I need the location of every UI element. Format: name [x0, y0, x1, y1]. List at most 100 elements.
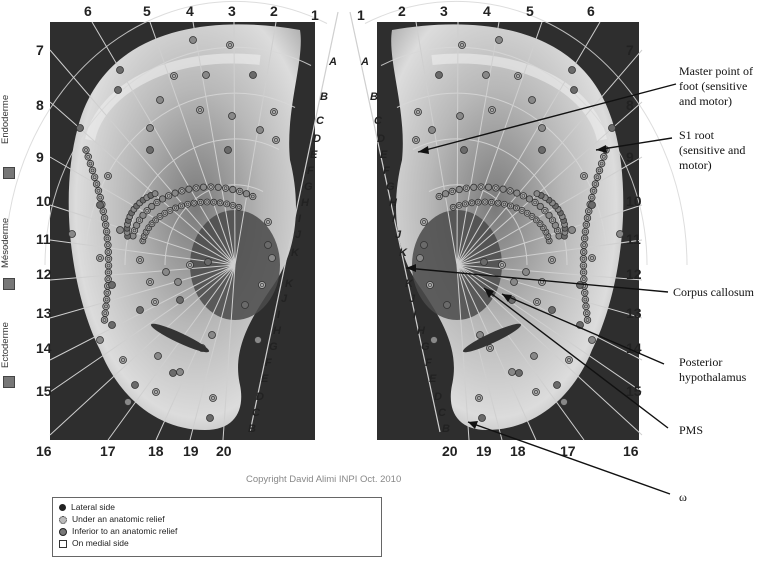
acupoint-inner [86, 155, 90, 159]
acupoint-inner [534, 390, 538, 394]
acupoint [458, 41, 466, 49]
acupoint [196, 106, 204, 114]
acupoint [481, 198, 489, 206]
arrow-posterior-hypothalamus [501, 293, 665, 365]
acupoint [169, 369, 177, 377]
side-num-right: 13 [626, 305, 642, 321]
acupoint-inner [470, 201, 474, 205]
side-num-left: 7 [36, 42, 44, 58]
acupoint [507, 202, 514, 210]
acupoint-inner [251, 194, 255, 199]
endoderme-square [3, 167, 15, 179]
acupoint [102, 302, 110, 311]
acupoint-inner [477, 396, 481, 400]
acupoint [548, 306, 556, 314]
acupoint-inner [237, 205, 241, 209]
acupoint-inner [494, 186, 498, 190]
acupoint [82, 146, 90, 154]
acupoint-inner [84, 148, 88, 152]
grid-arc [84, 92, 296, 266]
acupoint-inner [166, 194, 171, 198]
acupoint-inner [223, 186, 228, 190]
note-line: hypothalamus [679, 370, 747, 384]
acupoint [136, 306, 144, 314]
acupoint-inner [483, 200, 487, 204]
acupoint [229, 185, 237, 194]
acupoint [192, 184, 200, 192]
acupoint [228, 112, 236, 120]
side-num-left: 15 [36, 383, 52, 399]
acupoint [161, 209, 169, 217]
note-s1-root: S1 root (sensitive and motor) [679, 128, 745, 173]
acupoint [272, 136, 280, 144]
bottom-num-17L: 17 [100, 443, 116, 459]
acupoint [443, 301, 451, 309]
acupoint [488, 198, 495, 206]
acupoint [146, 146, 154, 154]
acupoint [152, 388, 160, 396]
grid-arc [380, 46, 648, 266]
acupoint-inner [457, 203, 461, 208]
ray [233, 21, 236, 266]
zone-letter-right: H [389, 197, 398, 209]
acupoint [100, 214, 109, 222]
acupoint [585, 207, 593, 215]
acupoint [131, 381, 139, 389]
acupoint-inner [496, 201, 500, 205]
zone-letter-right: J [409, 293, 416, 305]
acupoint [583, 316, 592, 324]
acupoint-inner [516, 74, 520, 78]
left-ear-shape [68, 24, 301, 431]
top-num-4R: 4 [483, 3, 491, 19]
acupoint-inner [154, 390, 158, 394]
note-omega: ω [679, 490, 687, 505]
top-num-3L: 3 [228, 3, 236, 19]
acupoint-inner [538, 222, 542, 226]
acupoint [264, 241, 272, 249]
acupoint [235, 203, 243, 211]
acupoint-inner [584, 304, 588, 309]
zone-letter-left: H [273, 325, 282, 337]
acupoint-inner [101, 209, 106, 213]
acupoint-inner [106, 243, 110, 247]
acupoint-inner [490, 108, 494, 112]
acupoint-inner [194, 186, 198, 190]
acupoint-inner [599, 161, 604, 166]
bottom-num-20R: 20 [442, 443, 458, 459]
acupoint [176, 368, 184, 376]
zone-letter-left: E [261, 373, 269, 385]
acupoint [203, 198, 211, 206]
acupoint [204, 258, 212, 266]
bottom-num-18R: 18 [510, 443, 526, 459]
acupoint-inner [172, 74, 176, 78]
acupoint [616, 230, 624, 238]
ray [189, 264, 236, 441]
ray [456, 264, 585, 441]
acupoint [99, 207, 107, 215]
acupoint [229, 201, 237, 209]
top-numbers: 6 5 4 3 2 1 1 2 3 4 5 6 [84, 3, 595, 23]
acupoint-inner [525, 211, 529, 215]
acupoint [116, 66, 124, 74]
zone-letter-left: F [265, 357, 272, 369]
acupoint-inner [132, 228, 137, 233]
acupoint [206, 414, 214, 422]
acupoint-inner [583, 229, 588, 234]
acupoint [580, 241, 588, 249]
acupoint [462, 184, 471, 192]
arrow-pms [483, 287, 669, 429]
acupoint [545, 211, 553, 219]
acupoint-inner [102, 216, 107, 220]
acupoint-inner [590, 256, 594, 260]
ray [456, 21, 543, 266]
zone-letter-right: G [421, 341, 430, 353]
note-line: motor) [679, 158, 712, 172]
ray [49, 156, 236, 266]
zone-letter-left: I [277, 309, 281, 321]
acupoint-inner [555, 228, 560, 233]
legend-label: Lateral side [71, 502, 115, 512]
acupoint-inner [90, 168, 95, 173]
acupoint-inner [145, 208, 149, 213]
acupoint [162, 268, 170, 276]
acupoint [102, 295, 111, 304]
